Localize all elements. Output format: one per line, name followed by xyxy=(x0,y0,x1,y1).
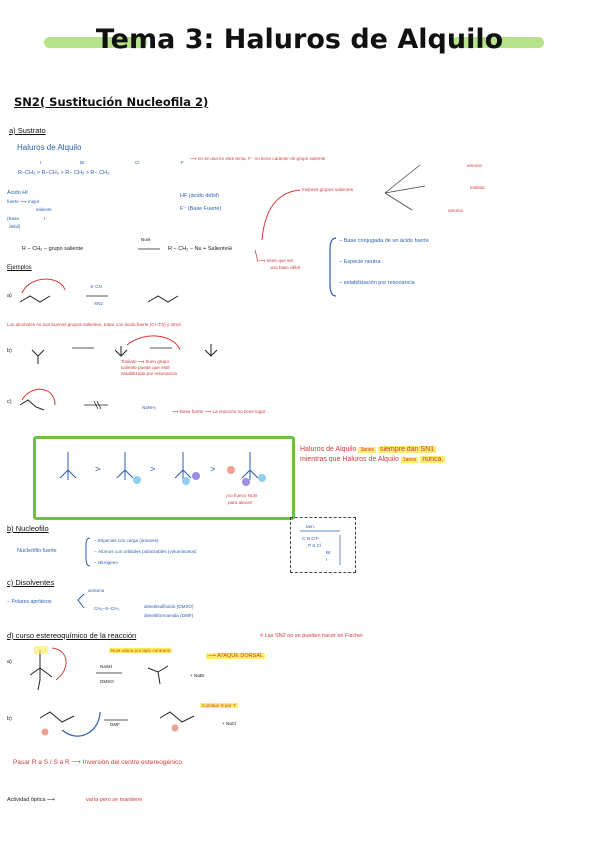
inversion-note: Pasar R a S / S a R ⟶ Inversión del cent… xyxy=(13,759,183,766)
varia-note: varía pero se mantiene xyxy=(86,797,143,803)
r2-label: tosilato xyxy=(470,185,485,190)
section-nucleofilo: b) Nucleofilo xyxy=(7,524,49,533)
ej-a-curve xyxy=(21,278,66,294)
fuerte-mejor: fuerte ⟶ mejor xyxy=(7,199,40,204)
order-note-2: mientras que Haluros de Alquilo 1arios n… xyxy=(300,456,446,463)
mejores-grupos: mejores grupos salientes xyxy=(302,187,354,192)
nuc-item-3: − Nitrógeno xyxy=(94,560,118,565)
gt-3: > xyxy=(210,464,215,474)
section-sustrato: a) Sustrato xyxy=(9,126,46,135)
curso-b-molecule xyxy=(39,711,75,723)
nacl: + NaCl xyxy=(222,721,237,726)
dmf-name: dimetilformamida (DMF) xyxy=(144,613,194,618)
ej-a-molecule xyxy=(19,295,51,303)
nuc-item-2: − Átomos con orbitales polarizables (vol… xyxy=(94,549,197,554)
c-reagent: NaNH₂ xyxy=(142,405,157,410)
prop-bracket xyxy=(329,237,337,297)
saliente-word: saliente xyxy=(36,207,52,212)
polares-aproticos: − Polares apróticos xyxy=(7,599,52,605)
sub-f: F xyxy=(181,160,184,165)
hueco-2: para atacar! xyxy=(228,500,253,505)
title-highlight-right xyxy=(452,37,544,48)
hueco-1: ¡no hueco Nu⊖ xyxy=(226,493,258,498)
prop-1: − Base conjugada de un ácido fuerte xyxy=(339,238,429,244)
prop-2: − Especie neutra xyxy=(339,259,381,265)
nu-reagent: Nu⊖ xyxy=(141,237,151,242)
sub-br: Br xyxy=(80,160,85,165)
nash: NaSH xyxy=(100,664,113,669)
i-minus: I⁻ xyxy=(44,216,48,221)
gt-2: > xyxy=(150,464,155,474)
dmf-cond: DMF xyxy=(110,722,120,727)
acido-hi: Ácido HI xyxy=(7,190,28,196)
f-note: ⟶ no se usa en este tema, F⁻ no tiene ca… xyxy=(190,156,326,161)
box-row-3: Br xyxy=(326,550,331,555)
nuc-item-1: − Especies con carga (aniones) xyxy=(94,538,159,543)
curso-b: b) xyxy=(7,716,12,722)
sub-cl: Cl xyxy=(135,160,140,165)
gt-1: > xyxy=(95,464,100,474)
ej-c: c) xyxy=(7,399,12,405)
box-row-1: C N O F xyxy=(302,536,319,541)
dmso-name: dimetilsulfóxido (DMSO) xyxy=(144,604,194,609)
branch-lines xyxy=(384,164,426,211)
section-disolventes: c) Disolventes xyxy=(7,578,55,587)
haluro-sequence: R−CH₃ > R−CH₃ > R− CH₃ > R− CH₃ xyxy=(18,170,110,176)
c-note: ⟶ Base fuerte ⟶ La reacción no tiene lug… xyxy=(172,409,266,414)
reaction-left: R − CH₂ − grupo saliente xyxy=(22,246,84,252)
ejemplos-label: Ejemplos xyxy=(7,265,32,271)
curve-mejores xyxy=(261,189,301,241)
haluros-label: Haluros de Alquilo xyxy=(17,143,82,152)
curso-a-molecule xyxy=(29,650,53,691)
r1-label: amonio xyxy=(467,163,483,168)
ej-c-molecule xyxy=(19,399,45,411)
b-note-1: Tosilato ⟶ buen grupo xyxy=(121,359,169,364)
acetona: acetona xyxy=(88,588,105,593)
prop-3: − estabilización por resonancia xyxy=(339,280,415,286)
curso-a: a) xyxy=(7,659,12,665)
sn2-heading: SN2( Sustitución Nucleofila 2) xyxy=(14,95,209,109)
base-debil-2: débil) xyxy=(9,224,21,229)
dmso-formula: CH₃−S−CH₃ xyxy=(94,606,120,611)
tiene-que-ser: ⟶ tiene que ser xyxy=(259,258,294,263)
alcoholes-note: Los alcoholes no son buenos grupos salie… xyxy=(7,322,181,327)
cambiar-s-t: Cambiar S por T xyxy=(200,703,238,708)
hf-label: HF (ácido débil) xyxy=(180,193,219,199)
ej-b: b) xyxy=(7,348,12,354)
ej-a-sn: SN2 xyxy=(94,301,103,306)
f-base-label: F⁻ (Base Fuerte) xyxy=(180,206,222,212)
actividad-optica: Actividad óptica ⟶ xyxy=(7,797,55,803)
box-row-2: P S Cl xyxy=(308,543,321,548)
reaction-product: R − CH₂ − Nu + Saliente⊖ xyxy=(168,246,233,252)
dmso-cond: DMSO xyxy=(100,679,114,684)
nabr: + NaBr xyxy=(190,673,205,678)
nucleofilo-fuerte: Nucleófilo fuerte xyxy=(17,548,57,554)
base-debil-1: (Base xyxy=(7,216,20,221)
ej-a-reagent: ⊖ CN xyxy=(90,284,102,289)
order-molecules xyxy=(59,452,259,480)
ej-b-molecule xyxy=(31,349,45,364)
polarizability-box xyxy=(290,517,356,573)
box-row-4: I xyxy=(326,557,328,562)
page-title: Tema 3: Haluros de Alquilo xyxy=(95,24,504,55)
box-head: tam. xyxy=(306,524,315,529)
nu-ataca: Nu⊖ ataca por lado contrario xyxy=(109,648,173,653)
sub-i: I xyxy=(40,160,42,165)
ataque-dorsal: ⟶ ATAQUE DORSAL xyxy=(206,653,266,659)
r3-label: amonio xyxy=(448,208,464,213)
ej-a: a) xyxy=(7,293,12,299)
una-base-debil: una base débil xyxy=(270,265,300,270)
b-note-3: estabilizado por resonancia xyxy=(121,371,177,376)
order-note-1: Haluros de Alquilo 3arios siempre dan SN… xyxy=(300,446,437,453)
section-curso: d) curso estereoquímico de la reacción xyxy=(7,631,137,640)
b-note-2: saliente puede que esté xyxy=(121,365,170,370)
fischer-note: # Las SN2 no se pueden hacer en Fischer xyxy=(260,633,364,639)
substrate-order-box xyxy=(33,436,295,520)
title-highlight-left xyxy=(44,37,147,48)
